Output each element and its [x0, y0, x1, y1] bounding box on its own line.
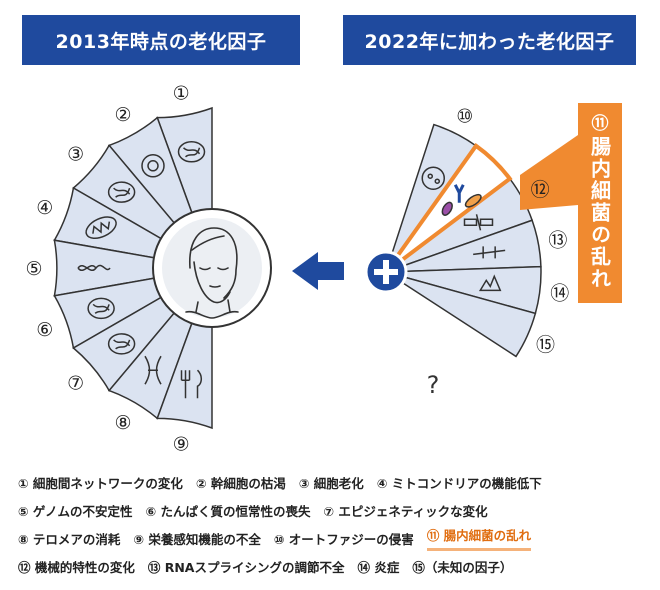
rna-splicing-icon [473, 246, 506, 259]
dna-icon [77, 264, 111, 271]
left-number-2: ② [114, 104, 131, 126]
left-number-5: ⑤ [25, 258, 42, 280]
legend-item: ③ 細胞老化 [298, 476, 364, 491]
senescent-cell-icon [107, 181, 136, 203]
right-number-14: ⑭ [550, 283, 569, 305]
stem-cell-icon [141, 154, 165, 178]
left-arrow [292, 252, 344, 290]
right-wheel-2022 [384, 123, 542, 358]
legend-item: ⑤ ゲノムの不安定性 [18, 504, 133, 519]
callout-gut-bacteria: ⑪ 腸内細菌の乱れ [578, 103, 622, 303]
legend: ① 細胞間ネットワークの変化 ② 幹細胞の枯渇 ③ 細胞老化 ④ ミトコンドリアの機能… [18, 470, 650, 582]
left-number-6: ⑥ [36, 319, 53, 341]
legend-row: ⑫ 機械的特性の変化 ⑬ RNAスプライシングの調節不全 ⑭ 炎症 ⑮（未知の因子） [18, 554, 650, 582]
legend-item: ⑧ テロメアの消耗 [18, 532, 121, 547]
aging-factor-diagram: ① ② ③ ④ ⑤ ⑥ ⑦ ⑧ ⑨ ⑩ ⑫ ⑬ ⑭ ⑮ ? [25, 83, 578, 456]
inflammation-icon [478, 274, 502, 292]
callout-text: 腸内細菌の乱れ [587, 136, 612, 290]
left-number-4: ④ [36, 197, 53, 219]
cell-network-icon [177, 141, 206, 163]
segment-icons [77, 141, 506, 399]
legend-item: ① 細胞間ネットワークの変化 [18, 476, 183, 491]
number-labels: ① ② ③ ④ ⑤ ⑥ ⑦ ⑧ ⑨ ⑩ ⑫ ⑬ ⑭ ⑮ [25, 83, 569, 456]
fork-knife-icon [180, 369, 203, 399]
mechanical-icon [463, 214, 494, 231]
header-2013: 2013年時点の老化因子 [22, 15, 300, 65]
callout-number: ⑪ [591, 114, 609, 134]
header-2022: 2022年に加わった老化因子 [343, 15, 636, 65]
legend-item: ⑥ たんぱく質の恒常性の喪失 [145, 504, 311, 519]
mitochondria-icon [85, 216, 117, 239]
right-number-15: ⑮ [536, 334, 555, 356]
left-number-1: ① [173, 83, 190, 105]
legend-row: ⑤ ゲノムの不安定性 ⑥ たんぱく質の恒常性の喪失 ⑦ エピジェネティックな変化 [18, 498, 650, 526]
left-number-7: ⑦ [67, 372, 84, 394]
legend-item: ⑪ 腸内細菌の乱れ [426, 526, 532, 551]
epigenetic-icon [107, 333, 136, 355]
legend-row: ⑧ テロメアの消耗 ⑨ 栄養感知機能の不全 ⑩ オートファジーの侵害 ⑪ 腸内細菌の乱… [18, 526, 650, 554]
legend-item: ⑮（未知の因子） [412, 560, 513, 575]
right-number-10: ⑩ [456, 106, 473, 128]
legend-item: ⑩ オートファジーの侵害 [273, 532, 414, 547]
autophagy-icon [421, 166, 446, 190]
face-center [152, 208, 272, 328]
left-number-9: ⑨ [173, 433, 190, 455]
legend-row: ① 細胞間ネットワークの変化 ② 幹細胞の枯渇 ③ 細胞老化 ④ ミトコンドリアの機能… [18, 470, 650, 498]
right-number-12: ⑫ [531, 179, 550, 201]
legend-item: ⑬ RNAスプライシングの調節不全 [147, 560, 345, 575]
left-number-8: ⑧ [114, 412, 131, 434]
legend-item: ② 幹細胞の枯渇 [195, 476, 286, 491]
plus-icon [364, 250, 408, 294]
right-segment-15 [385, 271, 537, 358]
left-number-3: ③ [67, 144, 84, 166]
legend-item: ⑫ 機械的特性の変化 [18, 560, 135, 575]
legend-item: ⑨ 栄養感知機能の不全 [133, 532, 261, 547]
unknown-factor-mark: ? [427, 371, 440, 399]
legend-item: ⑭ 炎症 [357, 560, 400, 575]
protein-icon [87, 297, 115, 320]
right-number-13: ⑬ [548, 229, 567, 251]
legend-item: ⑦ エピジェネティックな変化 [323, 504, 488, 519]
callout-connector [520, 135, 578, 210]
legend-item: ④ ミトコンドリアの機能低下 [376, 476, 542, 491]
face-icon [185, 227, 239, 319]
gut-bacteria-icon [441, 184, 482, 216]
chromosome-icon [144, 355, 162, 385]
